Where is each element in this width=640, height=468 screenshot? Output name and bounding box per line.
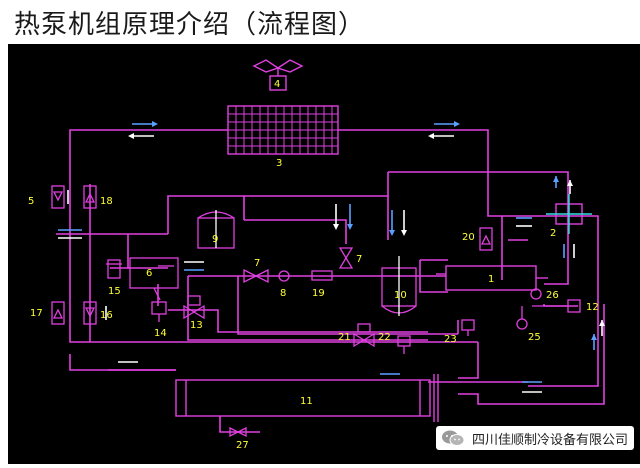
label-8: 8 bbox=[280, 288, 286, 299]
flow-diagram: 3 4 5 18 17 16 15 6 14 bbox=[8, 44, 640, 464]
page-title: 热泵机组原理介绍（流程图） bbox=[14, 10, 366, 40]
component-19 bbox=[311, 270, 333, 281]
label-14: 14 bbox=[154, 328, 167, 339]
component-22 bbox=[397, 335, 411, 347]
pipes bbox=[56, 129, 605, 433]
component-18 bbox=[83, 185, 97, 209]
component-21 bbox=[353, 332, 366, 348]
component-17 bbox=[51, 301, 65, 325]
component-20 bbox=[479, 227, 493, 251]
component-9 bbox=[197, 210, 235, 249]
flow-diagram-svg: 3 4 5 18 17 16 15 6 14 bbox=[28, 59, 605, 451]
component-7a bbox=[243, 268, 258, 284]
label-18: 18 bbox=[100, 196, 113, 207]
component-6 bbox=[129, 257, 179, 301]
label-fan: 4 bbox=[274, 79, 280, 90]
component-13 bbox=[183, 295, 205, 320]
label-19: 19 bbox=[312, 288, 325, 299]
label-15: 15 bbox=[108, 286, 121, 297]
component-14 bbox=[151, 301, 167, 322]
condenser-coil: 3 bbox=[227, 105, 339, 169]
label-11: 11 bbox=[300, 396, 313, 407]
label-5: 5 bbox=[28, 196, 34, 207]
label-10: 10 bbox=[394, 290, 407, 301]
label-26: 26 bbox=[546, 290, 559, 301]
component-16 bbox=[83, 301, 97, 325]
watermark: 四川佳顺制冷设备有限公司 bbox=[435, 426, 634, 450]
watermark-text: 四川佳顺制冷设备有限公司 bbox=[471, 432, 628, 448]
component-25 bbox=[516, 318, 528, 330]
component-26 bbox=[530, 288, 542, 300]
label-12: 12 bbox=[586, 302, 599, 313]
label-coil: 3 bbox=[276, 158, 282, 169]
wechat-icon bbox=[441, 430, 465, 446]
component-1-compressor bbox=[436, 265, 548, 291]
component-11-shell-tube bbox=[175, 374, 439, 422]
label-27: 27 bbox=[236, 440, 249, 451]
fan: 4 bbox=[252, 59, 304, 91]
label-2: 2 bbox=[550, 228, 556, 239]
component-23 bbox=[461, 319, 475, 331]
label-7a: 7 bbox=[254, 258, 260, 269]
component-2-four-way-valve bbox=[546, 194, 592, 234]
label-13: 13 bbox=[190, 320, 203, 331]
component-10 bbox=[381, 256, 417, 316]
label-17: 17 bbox=[30, 308, 43, 319]
label-21: 21 bbox=[338, 332, 351, 343]
flow-arrows bbox=[58, 121, 605, 393]
label-7b: 7 bbox=[356, 254, 362, 265]
component-27 bbox=[229, 426, 247, 438]
label-1: 1 bbox=[488, 274, 494, 285]
label-25: 25 bbox=[528, 332, 541, 343]
label-23: 23 bbox=[444, 334, 457, 345]
label-20: 20 bbox=[462, 232, 475, 243]
component-7b bbox=[338, 256, 354, 269]
component-5 bbox=[51, 185, 65, 209]
component-15 bbox=[106, 259, 122, 279]
label-6: 6 bbox=[146, 268, 152, 279]
label-22: 22 bbox=[378, 332, 391, 343]
component-8 bbox=[278, 270, 290, 282]
label-9: 9 bbox=[212, 234, 218, 245]
